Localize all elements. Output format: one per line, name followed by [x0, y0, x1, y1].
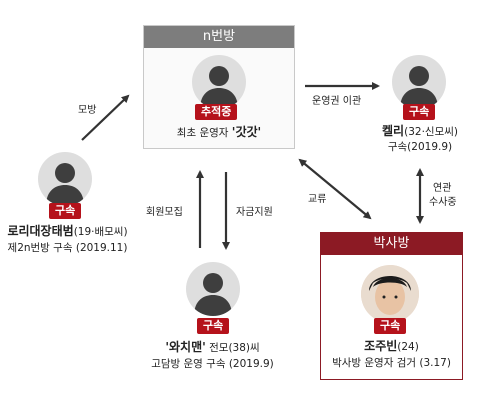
gatgat-label: 최초 운영자 '갓갓': [143, 125, 295, 140]
kelly-status-badge: 구속: [403, 104, 436, 120]
kelly-label: 켈리(32·신모씨): [350, 124, 490, 139]
jojubin-name: 조주빈: [364, 339, 398, 353]
nbeon-room-box: n번방: [143, 25, 295, 149]
edge-label-related-1: 연관: [433, 183, 452, 194]
edge-label-recruit: 회원모집: [146, 207, 183, 218]
jojubin-label: 조주빈(24): [320, 339, 463, 354]
baksa-room-box: 박사방: [320, 232, 463, 380]
kelly-arrest-info: 구속(2019.9): [387, 141, 453, 153]
watchman-details: 전모(38)씨: [205, 342, 260, 354]
lori-avatar-icon: [38, 152, 92, 206]
jojubin-photo: [361, 265, 419, 323]
edge-label-related-2: 수사중: [429, 197, 457, 208]
lori-arrest-info: 제2n번방 구속 (2019.11): [7, 242, 128, 254]
edge-label-exchange: 교류: [308, 194, 327, 205]
edge-label-mobang: 모방: [78, 105, 97, 116]
lori-details: (19·배모씨): [73, 226, 128, 238]
watchman-arrest-info: 고담방 운영 구속 (2019.9): [151, 358, 274, 370]
gatgat-status-badge: 추적중: [195, 104, 238, 120]
jojubin-details: (24): [397, 341, 419, 353]
jojubin-status-badge: 구속: [374, 318, 407, 334]
gatgat-role: 최초 운영자: [176, 127, 232, 139]
watchman-label: '와치맨' 전모(38)씨: [130, 340, 295, 355]
watchman-name: '와치맨': [165, 340, 206, 354]
lori-status-badge: 구속: [49, 203, 82, 219]
edge-label-transfer: 운영권 이관: [312, 96, 362, 107]
nbeon-room-title: n번방: [144, 26, 294, 48]
baksa-room-title: 박사방: [321, 233, 462, 255]
kelly-details: (32·신모씨): [404, 126, 458, 138]
watchman-avatar-icon: [186, 262, 240, 316]
lori-name: 로리대장태범: [7, 224, 74, 238]
arrow-exchange: [298, 158, 372, 220]
gatgat-name: '갓갓': [231, 125, 262, 139]
edge-label-funding: 자금지원: [236, 207, 273, 218]
kelly-avatar-icon: [392, 55, 446, 109]
kelly-name: 켈리: [382, 124, 405, 138]
jojubin-arrest-info: 박사방 운영자 검거 (3.17): [332, 357, 451, 369]
watchman-status-badge: 구속: [197, 318, 230, 334]
gatgat-avatar-icon: [192, 55, 246, 109]
arrow-mobang: [81, 94, 130, 141]
lori-label: 로리대장태범(19·배모씨): [0, 224, 135, 239]
